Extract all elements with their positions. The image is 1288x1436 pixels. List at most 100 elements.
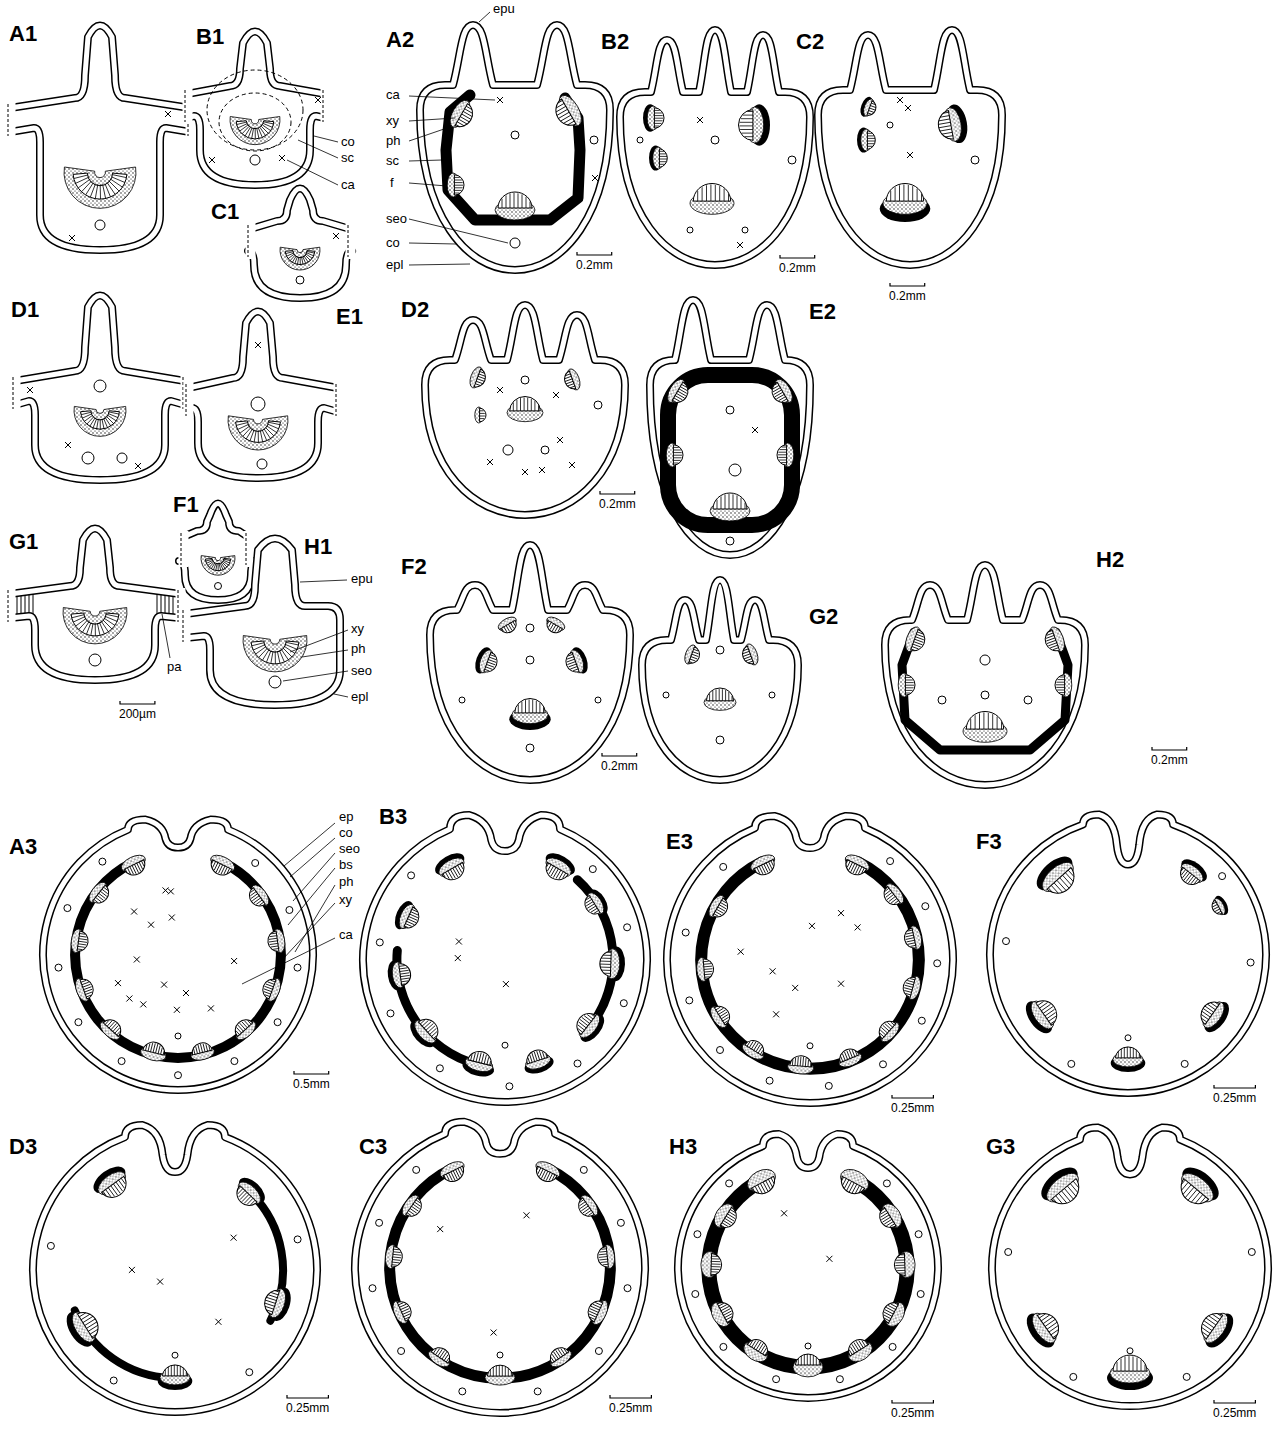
xylem-row [392, 1264, 397, 1266]
crystal-mark [752, 427, 758, 433]
xylem-row [105, 616, 117, 621]
xylem-row [942, 132, 952, 134]
xylem-row [573, 669, 578, 671]
secretory-canal [1181, 1060, 1188, 1067]
xylem-row [673, 463, 678, 464]
xylem-row [1001, 722, 1002, 729]
xylem-row [454, 177, 459, 178]
xylem-row [750, 1341, 753, 1346]
xylem-row [460, 1167, 463, 1172]
xylem-row [268, 422, 280, 425]
xylem-row [1056, 687, 1064, 688]
scale-bar [600, 491, 635, 494]
xylem-row [72, 615, 84, 618]
cortex-gap [620, 30, 810, 265]
xylem-row [74, 175, 88, 179]
xylem-row [910, 945, 915, 946]
crystal-mark [838, 981, 844, 987]
tissue-label: xy [350, 622, 365, 636]
xylem-row [1038, 1001, 1044, 1005]
xylem-row [266, 1297, 276, 1300]
vascular-bundle [1031, 850, 1085, 903]
vascular-bundle [1208, 894, 1231, 919]
xylem-row [737, 495, 738, 509]
xylem-row [405, 924, 411, 927]
vascular-bundle [858, 95, 879, 120]
scale-bar [892, 1400, 933, 1403]
secretory-canal [215, 583, 222, 590]
xylem-row [548, 622, 551, 627]
xylem-row [741, 118, 753, 119]
xylem-row [744, 656, 751, 659]
xylem-row [852, 1050, 855, 1057]
xylem-row [1213, 907, 1218, 910]
xylem-row [110, 179, 122, 187]
xylem-row [895, 1265, 904, 1266]
xylem-row [547, 865, 551, 871]
cortex-gap [179, 504, 257, 601]
section-ground [15, 296, 185, 481]
xylem [71, 613, 119, 636]
xylem-row [765, 1352, 767, 1355]
xylem-row [1056, 682, 1064, 683]
xylem-row [520, 398, 521, 411]
xylem-row [742, 133, 753, 134]
xylem-row [940, 129, 952, 131]
xylem [714, 1003, 733, 1025]
xylem [418, 1014, 442, 1039]
xylem-row [305, 255, 311, 261]
xylem [693, 184, 730, 202]
secretory-canal [1003, 938, 1010, 945]
vascular-bundle [599, 946, 625, 981]
cortex-gap [430, 545, 630, 780]
xylem-row [594, 910, 599, 913]
xylem-row [407, 1213, 411, 1216]
xylem-row [591, 1014, 594, 1017]
vascular-bundle [1193, 994, 1233, 1037]
epidermis-line [620, 30, 810, 265]
xylem [443, 1166, 467, 1185]
xylem [431, 1344, 453, 1363]
xylem-row [910, 979, 915, 980]
xylem-row [842, 1178, 846, 1185]
xylem-row [285, 252, 293, 254]
xylem-row [480, 418, 484, 419]
secretory-canal [459, 697, 465, 703]
xylem-row [1043, 1317, 1053, 1324]
secretory-canal [408, 872, 415, 879]
xylem-row [905, 985, 913, 987]
secretory-canal [766, 1077, 773, 1084]
xylem-row [1073, 1181, 1079, 1188]
vascular-bundle [707, 1001, 734, 1030]
xylem-row [1049, 631, 1053, 632]
xylem-row [404, 926, 408, 928]
xylem-row [1043, 1007, 1053, 1014]
xylem-row [271, 651, 273, 664]
xylem-row [912, 186, 913, 201]
secretory-canal [1070, 1373, 1077, 1380]
xylem-row [674, 398, 680, 402]
xylem-row [654, 120, 662, 121]
xylem-row [546, 1054, 547, 1058]
xylem-row [103, 620, 112, 629]
tissue-label: epu [350, 572, 374, 586]
secretory-canal [1005, 1249, 1012, 1256]
cut-line [248, 225, 249, 257]
cortex-gap [15, 296, 185, 481]
xylem-row [95, 623, 96, 636]
xylem [246, 888, 266, 910]
xylem [397, 1299, 414, 1322]
xylem-row [780, 449, 787, 450]
leader-line [334, 694, 348, 697]
xylem [901, 975, 916, 997]
cut-gap [246, 223, 256, 259]
vascular-bundle [835, 1165, 872, 1199]
xylem-row [844, 1052, 847, 1060]
xylem [544, 620, 563, 635]
xylem-row [82, 181, 92, 192]
xylem-row [1202, 1324, 1212, 1331]
xylem-row [445, 872, 449, 878]
xylem-row [673, 447, 678, 448]
xylem-row [269, 941, 278, 942]
xylem-row [555, 626, 558, 632]
